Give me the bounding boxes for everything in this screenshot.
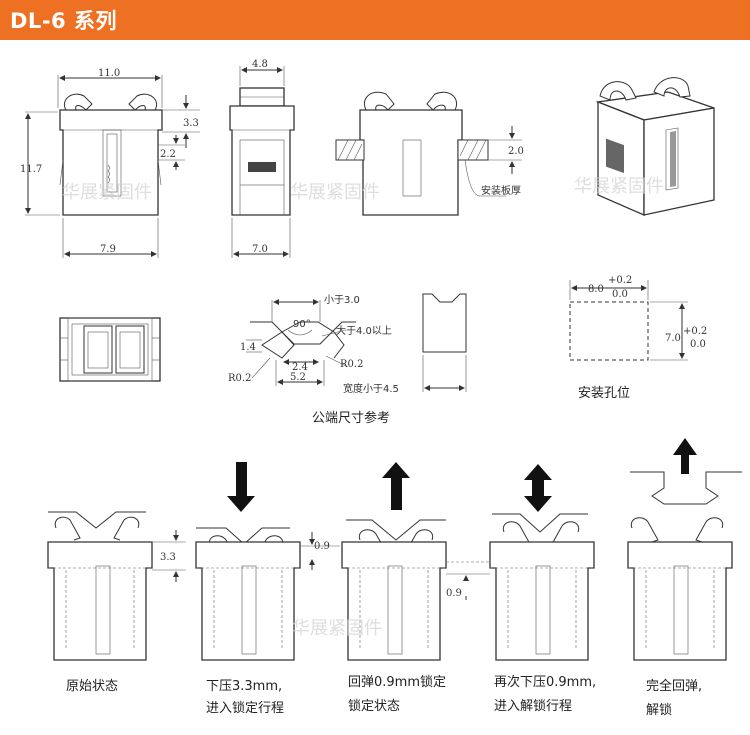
watermark-1: 华展紧固件 (62, 182, 152, 203)
label-big: 大于4.0以上 (336, 324, 392, 337)
dim-width: 11.0 (98, 68, 120, 79)
arrow-up-icon (382, 462, 410, 510)
label-mid: 2.4 (292, 362, 308, 373)
hole-height: 7.0 (665, 333, 681, 344)
state-original: 3.3 (47, 511, 186, 661)
label-width: 宽度小于4.5 (343, 382, 399, 395)
dim-mid: 2.2 (160, 149, 176, 160)
hole-caption: 安装孔位 (578, 386, 630, 401)
step-2-line1: 下压3.3mm, (206, 679, 282, 694)
series-title: DL-6 系列 (10, 9, 117, 33)
dim-top-offset: 3.3 (183, 118, 199, 129)
dim-base: 7.9 (100, 244, 116, 255)
hole-height-tol-lower: 0.0 (690, 339, 706, 350)
dim-side-base: 7.0 (252, 244, 268, 255)
dim-height: 11.7 (20, 164, 42, 175)
top-view (59, 317, 161, 382)
step-2-line2: 进入锁定行程 (206, 700, 284, 716)
step-5-line2: 解锁 (646, 702, 672, 718)
state-pressed: 0.9 (195, 527, 340, 661)
step-1-line1: 原始状态 (66, 679, 118, 694)
label-small-top: 小于3.0 (324, 294, 360, 306)
arrow-up-release-icon (673, 438, 697, 474)
sequence-row: 3.3 0.9 (47, 438, 742, 718)
dim-plate-thickness: 2.0 (508, 146, 524, 157)
state-unlock (489, 513, 595, 661)
male-end-caption: 公端尺寸参考 (312, 410, 390, 426)
hole-width-tol-lower: 0.0 (612, 289, 628, 300)
step-3-line1: 回弹0.9mm锁定 (348, 674, 446, 690)
label-bottom: 5.2 (290, 372, 306, 383)
watermark-4: 华展紧固件 (292, 618, 382, 639)
mounting-hole: 8.0 +0.2 0.0 7.0 +0.2 0.0 安装孔位 (569, 275, 707, 401)
label-r-right: R0.2 (340, 359, 363, 370)
state-locked: 0.9 (341, 519, 490, 661)
arrow-down-icon (227, 462, 255, 512)
watermark-3: 华展紧固件 (574, 176, 664, 197)
hole-width: 8.0 (588, 284, 604, 295)
label-left: 1.4 (240, 342, 256, 353)
seq-dim-rebound: 0.9 (314, 541, 330, 552)
side-view: 4.8 7.0 (229, 59, 295, 258)
label-r-left: R0.2 (228, 373, 251, 384)
seq-dim-press: 3.3 (160, 552, 176, 563)
iso-view (595, 77, 715, 216)
mounted-view: 2.0 安装板厚 (335, 91, 524, 216)
seq-dim-repress: 0.9 (446, 588, 462, 599)
step-3-line2: 锁定状态 (348, 698, 400, 714)
step-5-line1: 完全回弹, (646, 678, 702, 694)
step-4-line1: 再次下压0.9mm, (494, 674, 596, 690)
hole-width-tol-upper: +0.2 (608, 275, 632, 286)
hole-height-tol-upper: +0.2 (683, 326, 707, 337)
step-4-line2: 进入解锁行程 (494, 698, 572, 714)
label-angle: 90° (293, 319, 311, 330)
watermark-2: 华展紧固件 (290, 182, 380, 203)
state-released (627, 517, 733, 661)
male-end-diagram: 小于3.0 90° 大于4.0以上 1.4 R0.2 R0.2 2.4 5.2 … (228, 293, 467, 426)
header-bar: DL-6 系列 (0, 0, 750, 40)
front-view: 11.0 11.7 3.3 2.2 7.9 (20, 68, 200, 258)
arrow-updown-icon (524, 464, 552, 512)
dim-side-top: 4.8 (252, 59, 268, 70)
plate-thickness-label: 安装板厚 (481, 184, 521, 197)
